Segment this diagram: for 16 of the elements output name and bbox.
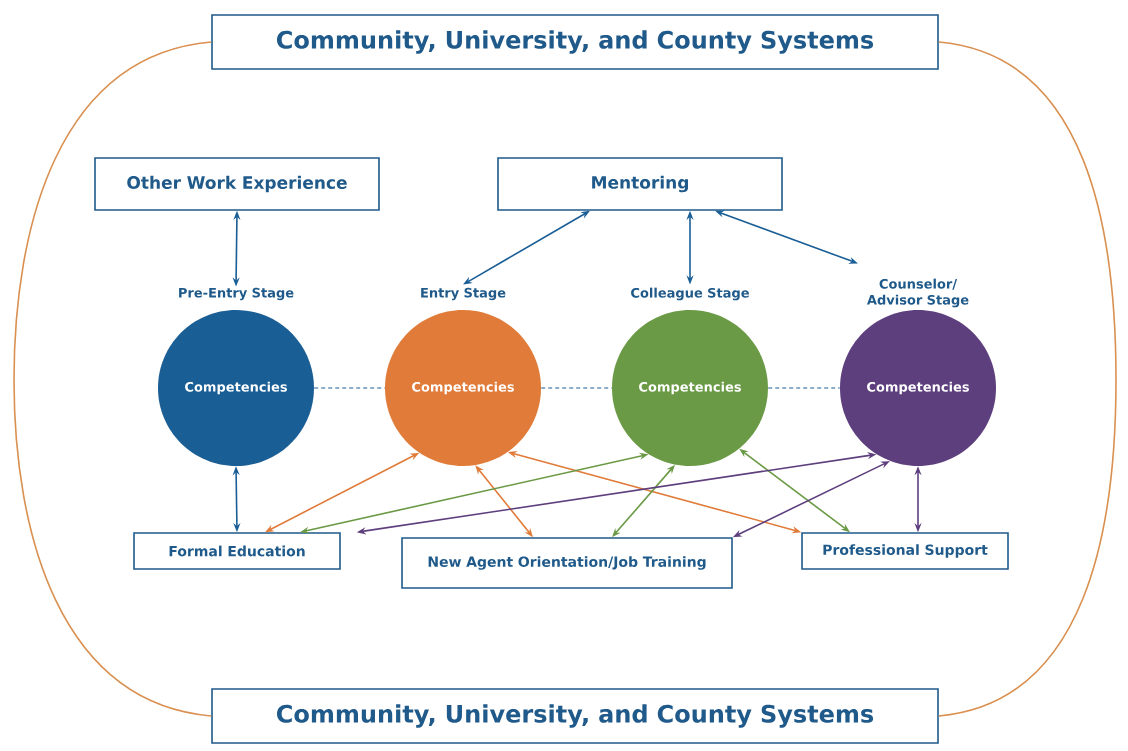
connector xyxy=(767,387,841,389)
stage-heading: Counselor/ Advisor Stage xyxy=(867,278,969,308)
connector xyxy=(313,387,386,389)
text-box: Community, University, and County Systems xyxy=(211,14,939,70)
text-box: Other Work Experience xyxy=(94,157,380,211)
text-box: Community, University, and County Systems xyxy=(211,688,939,744)
text-box: New Agent Orientation/Job Training xyxy=(401,537,733,589)
text-box: Professional Support xyxy=(801,532,1009,570)
stage-heading: Colleague Stage xyxy=(631,287,749,301)
text-box: Mentoring xyxy=(497,157,783,211)
stage-heading: Entry Stage xyxy=(421,287,506,301)
connector xyxy=(540,387,613,389)
connector xyxy=(938,41,1117,717)
stage-heading: Pre-Entry Stage xyxy=(179,287,294,301)
text-box: Formal Education xyxy=(133,532,341,570)
connector xyxy=(13,41,212,717)
